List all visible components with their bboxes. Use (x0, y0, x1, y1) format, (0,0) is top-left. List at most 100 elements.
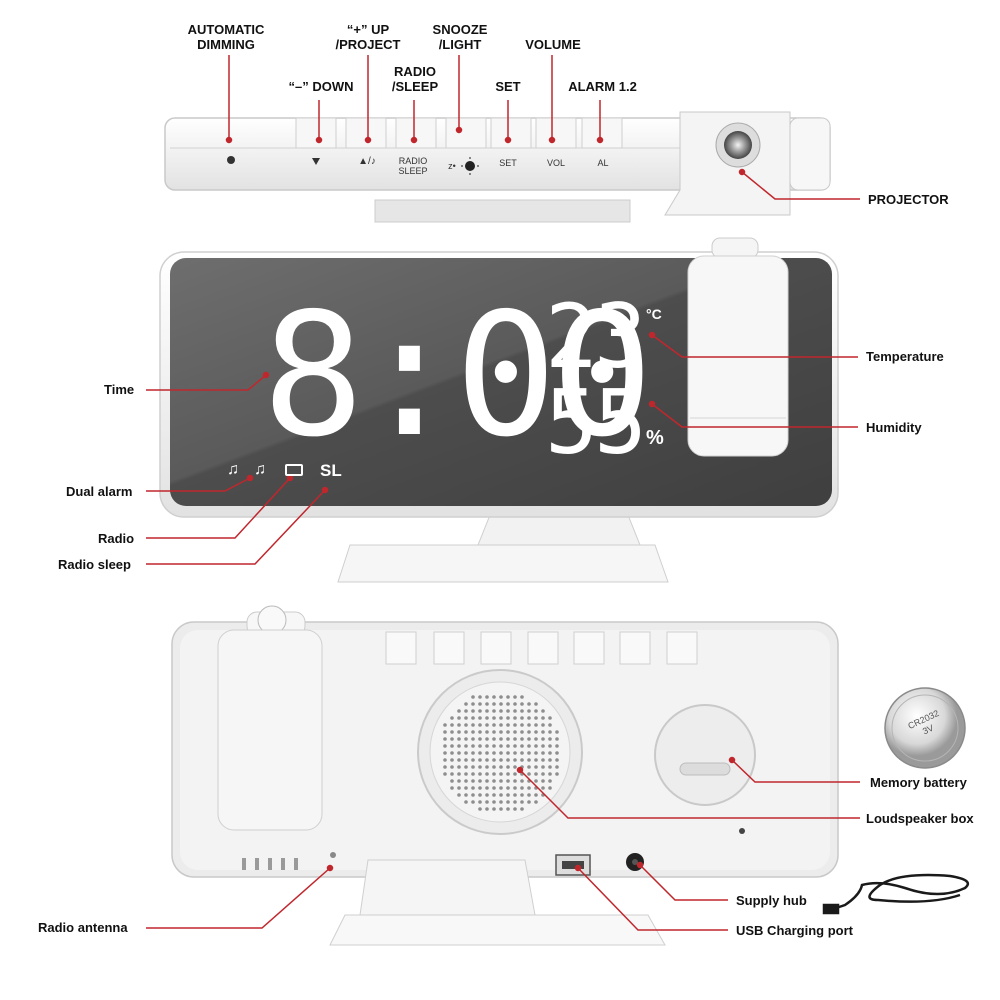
speaker-hole (457, 723, 461, 727)
speaker-hole (464, 744, 468, 748)
speaker-hole (541, 751, 545, 755)
speaker-hole (520, 723, 524, 727)
speaker-hole (450, 730, 454, 734)
speaker-hole (485, 765, 489, 769)
speaker-hole (457, 716, 461, 720)
speaker-hole (464, 772, 468, 776)
speaker-hole (513, 772, 517, 776)
speaker-hole (464, 737, 468, 741)
speaker-hole (450, 786, 454, 790)
speaker-hole (506, 716, 510, 720)
speaker-hole (534, 737, 538, 741)
speaker-hole (513, 793, 517, 797)
speaker-hole (506, 695, 510, 699)
speaker-hole (499, 779, 503, 783)
humidity-unit: % (646, 427, 664, 449)
radio-sleep-top-label: RADIO/SLEEP (391, 64, 439, 94)
speaker-hole (520, 807, 524, 811)
speaker-hole (492, 758, 496, 762)
speaker-hole (506, 793, 510, 797)
memory-battery-label: Memory battery (870, 775, 967, 790)
speaker-hole (548, 765, 552, 769)
top-view-device (164, 111, 831, 223)
speaker-hole (534, 730, 538, 734)
speaker-hole (506, 751, 510, 755)
speaker-hole (464, 709, 468, 713)
speaker-hole (464, 765, 468, 769)
speaker-hole (471, 786, 475, 790)
speaker-hole (478, 716, 482, 720)
speaker-hole (457, 730, 461, 734)
speaker-hole (492, 716, 496, 720)
speaker-hole (478, 730, 482, 734)
speaker-hole (527, 716, 531, 720)
speaker-hole (471, 793, 475, 797)
speaker-hole (506, 765, 510, 769)
speaker-hole (492, 744, 496, 748)
speaker-hole (443, 772, 447, 776)
speaker-hole (464, 716, 468, 720)
speaker-hole (534, 702, 538, 706)
speaker-hole (541, 723, 545, 727)
set-marking: SET (499, 158, 517, 168)
speaker-hole (457, 779, 461, 783)
speaker-hole (485, 737, 489, 741)
speaker-hole (492, 772, 496, 776)
speaker-hole (457, 793, 461, 797)
speaker-hole (541, 737, 545, 741)
speaker-hole (499, 765, 503, 769)
speaker-hole (520, 786, 524, 790)
speaker-hole (506, 807, 510, 811)
speaker-hole (457, 758, 461, 762)
speaker-hole (534, 758, 538, 762)
coin-battery-image (884, 687, 966, 769)
speaker-hole (492, 723, 496, 727)
speaker-hole (513, 723, 517, 727)
speaker-hole (520, 751, 524, 755)
speaker-hole (478, 765, 482, 769)
speaker-hole (492, 800, 496, 804)
speaker-hole (520, 716, 524, 720)
speaker-hole (555, 744, 559, 748)
speaker-hole (499, 695, 503, 699)
speaker-hole (478, 723, 482, 727)
speaker-hole (492, 702, 496, 706)
speaker-hole (443, 744, 447, 748)
speaker-hole (534, 716, 538, 720)
speaker-hole (527, 793, 531, 797)
speaker-hole (520, 709, 524, 713)
speaker-hole (513, 702, 517, 706)
al-marking: AL (597, 158, 609, 168)
speaker-hole (485, 786, 489, 790)
speaker-hole (492, 737, 496, 741)
speaker-hole (506, 772, 510, 776)
speaker-hole (520, 695, 524, 699)
radio-label: Radio (98, 531, 135, 546)
speaker-hole (471, 702, 475, 706)
speaker-hole (527, 730, 531, 734)
supply-hub-label: Supply hub (736, 893, 807, 908)
speaker-hole (513, 765, 517, 769)
speaker-hole (464, 793, 468, 797)
speaker-hole (464, 786, 468, 790)
back-view-device (171, 605, 839, 946)
speaker-hole (471, 737, 475, 741)
speaker-hole (443, 737, 447, 741)
speaker-hole (555, 730, 559, 734)
speaker-hole (499, 800, 503, 804)
speaker-hole (520, 800, 524, 804)
speaker-hole (499, 716, 503, 720)
speaker-hole (464, 758, 468, 762)
speaker-hole (499, 786, 503, 790)
speaker-hole (506, 744, 510, 748)
speaker-hole (450, 758, 454, 762)
speaker-hole (492, 793, 496, 797)
speaker-hole (548, 751, 552, 755)
speaker-hole (450, 737, 454, 741)
temperature-unit: °C (646, 306, 662, 322)
alarm-1-icon: ♫ (227, 461, 239, 478)
speaker-hole (492, 751, 496, 755)
speaker-hole (485, 716, 489, 720)
speaker-hole (457, 786, 461, 790)
